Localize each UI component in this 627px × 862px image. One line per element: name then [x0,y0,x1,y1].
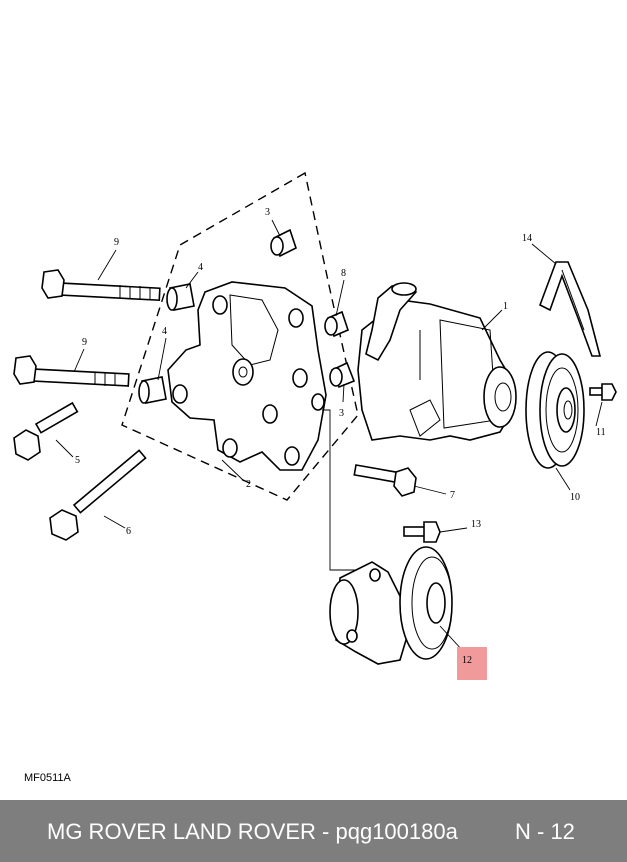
callout-11: 11 [596,427,606,438]
callout-2: 2 [246,479,251,490]
pulley-bolt [589,383,617,401]
bracket-group-boundary [121,171,359,501]
bush-right-upper [324,310,349,338]
callout-7: 7 [450,490,455,501]
short-bolt-5 [13,401,79,461]
long-bolt-upper [41,269,161,302]
bush-top [270,228,297,258]
callout-10: 10 [570,492,580,503]
footer-bar: MG ROVER LAND ROVER - pqg100180a N - 12 [0,800,627,862]
exploded-parts-diagram: 1 2 3 3 4 4 5 6 7 8 9 9 10 11 13 14 [13,171,617,665]
callout-8: 8 [341,268,346,279]
highlighted-callout-12: 12 [457,647,487,680]
callout-6: 6 [126,526,131,537]
power-steering-pump [357,282,517,441]
callout-3-top: 3 [265,207,270,218]
tensioner-bolt [403,521,441,543]
pump-pulley [525,351,585,469]
callout-3-bottom: 3 [339,408,344,419]
callout-9-upper: 9 [114,237,119,248]
drive-belt [538,261,602,357]
callout-12-label: 12 [462,655,472,666]
leader-lines [55,219,603,653]
bolt-6 [49,449,147,541]
callout-13: 13 [471,519,481,530]
footer-title: MG ROVER LAND ROVER - pqg100180a [47,819,458,844]
callout-4-lower: 4 [162,326,167,337]
mounting-bracket [167,281,327,471]
assembly-guide-line [322,409,356,571]
spacer-upper [166,283,195,311]
callout-9-lower: 9 [82,337,87,348]
belt-tensioner [329,546,453,665]
callout-14: 14 [522,233,532,244]
spacer-lower [138,376,167,404]
callout-4-upper: 4 [198,262,203,273]
callout-5: 5 [75,455,80,466]
callout-1: 1 [503,301,508,312]
bolt-7 [353,464,417,497]
diagram-reference-code: MF0511A [24,772,71,784]
footer-page-number: N - 12 [515,819,575,844]
bush-right-lower [329,361,356,389]
long-bolt-lower [13,355,130,387]
